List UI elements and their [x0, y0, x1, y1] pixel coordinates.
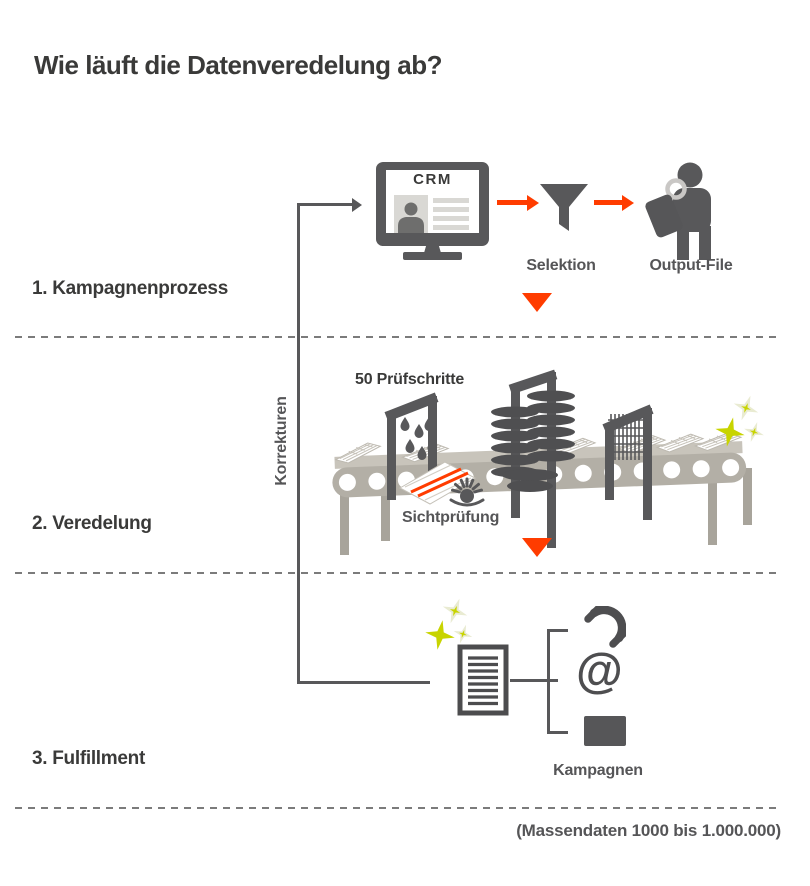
conveyor-illustration — [332, 369, 767, 555]
contact-photo-icon — [398, 202, 424, 233]
connector-line — [510, 679, 558, 682]
feedback-line-vertical — [297, 203, 300, 684]
mesh-gate-icon — [602, 404, 654, 520]
flow-arrow-icon-1 — [497, 194, 539, 211]
mesh-filter-icon — [608, 414, 651, 460]
selektion-label: Selektion — [526, 257, 596, 274]
sichtpruefung-label: Sichtprüfung — [402, 509, 500, 526]
bag-handle-icon — [665, 178, 687, 200]
flow-arrow-icon-2 — [594, 194, 634, 211]
output-file-label: Output-File — [649, 257, 733, 274]
crm-screen: CRM — [386, 170, 479, 233]
bracket-stub-bottom — [547, 731, 568, 734]
courier-person-icon — [645, 162, 711, 260]
document-list-icon — [457, 644, 509, 716]
massendaten-footnote: (Massendaten 1000 bis 1.000.000) — [516, 821, 781, 840]
text-line-icon — [433, 216, 469, 221]
feedback-line-bottom — [297, 681, 430, 684]
monitor-stand-base — [403, 252, 462, 260]
eye-icon — [449, 477, 485, 507]
bag-tag-icon — [645, 194, 683, 238]
crm-monitor-icon: CRM — [376, 162, 489, 246]
kampagnen-label: Kampagnen — [553, 762, 643, 779]
funnel-icon — [540, 184, 588, 231]
text-line-icon — [433, 198, 469, 203]
down-triangle-icon-2 — [522, 538, 552, 557]
bracket-stub-top — [547, 629, 568, 632]
section-label-fulfillment: 3. Fulfillment — [32, 748, 145, 769]
monitor-stand-neck — [424, 246, 441, 253]
crm-label: CRM — [413, 171, 452, 188]
section-divider-2 — [15, 572, 781, 574]
feedback-arrowhead-icon — [352, 197, 362, 212]
mail-icon — [584, 716, 626, 746]
text-line-icon — [433, 225, 469, 230]
belt-legs — [340, 468, 752, 555]
section-divider-3 — [15, 807, 781, 809]
down-triangle-icon-1 — [522, 293, 552, 312]
wash-gate-icon — [384, 392, 439, 500]
contact-card-icon — [394, 195, 428, 233]
bracket-vertical — [547, 629, 550, 734]
feedback-line-top — [297, 203, 352, 206]
phone-icon — [584, 606, 626, 648]
feedback-label: Korrekturen — [273, 396, 290, 486]
text-line-icon — [433, 207, 469, 212]
page-title: Wie läuft die Datenveredelung ab? — [34, 50, 443, 80]
at-icon: @ — [576, 645, 623, 698]
spring-press-icon — [491, 390, 575, 492]
section-label-veredelung: 2. Veredelung — [32, 513, 152, 534]
section-divider-1 — [15, 336, 781, 338]
section-label-kampagnenprozess: 1. Kampagnenprozess — [32, 278, 228, 299]
pruefschritte-label: 50 Prüfschritte — [355, 371, 465, 388]
